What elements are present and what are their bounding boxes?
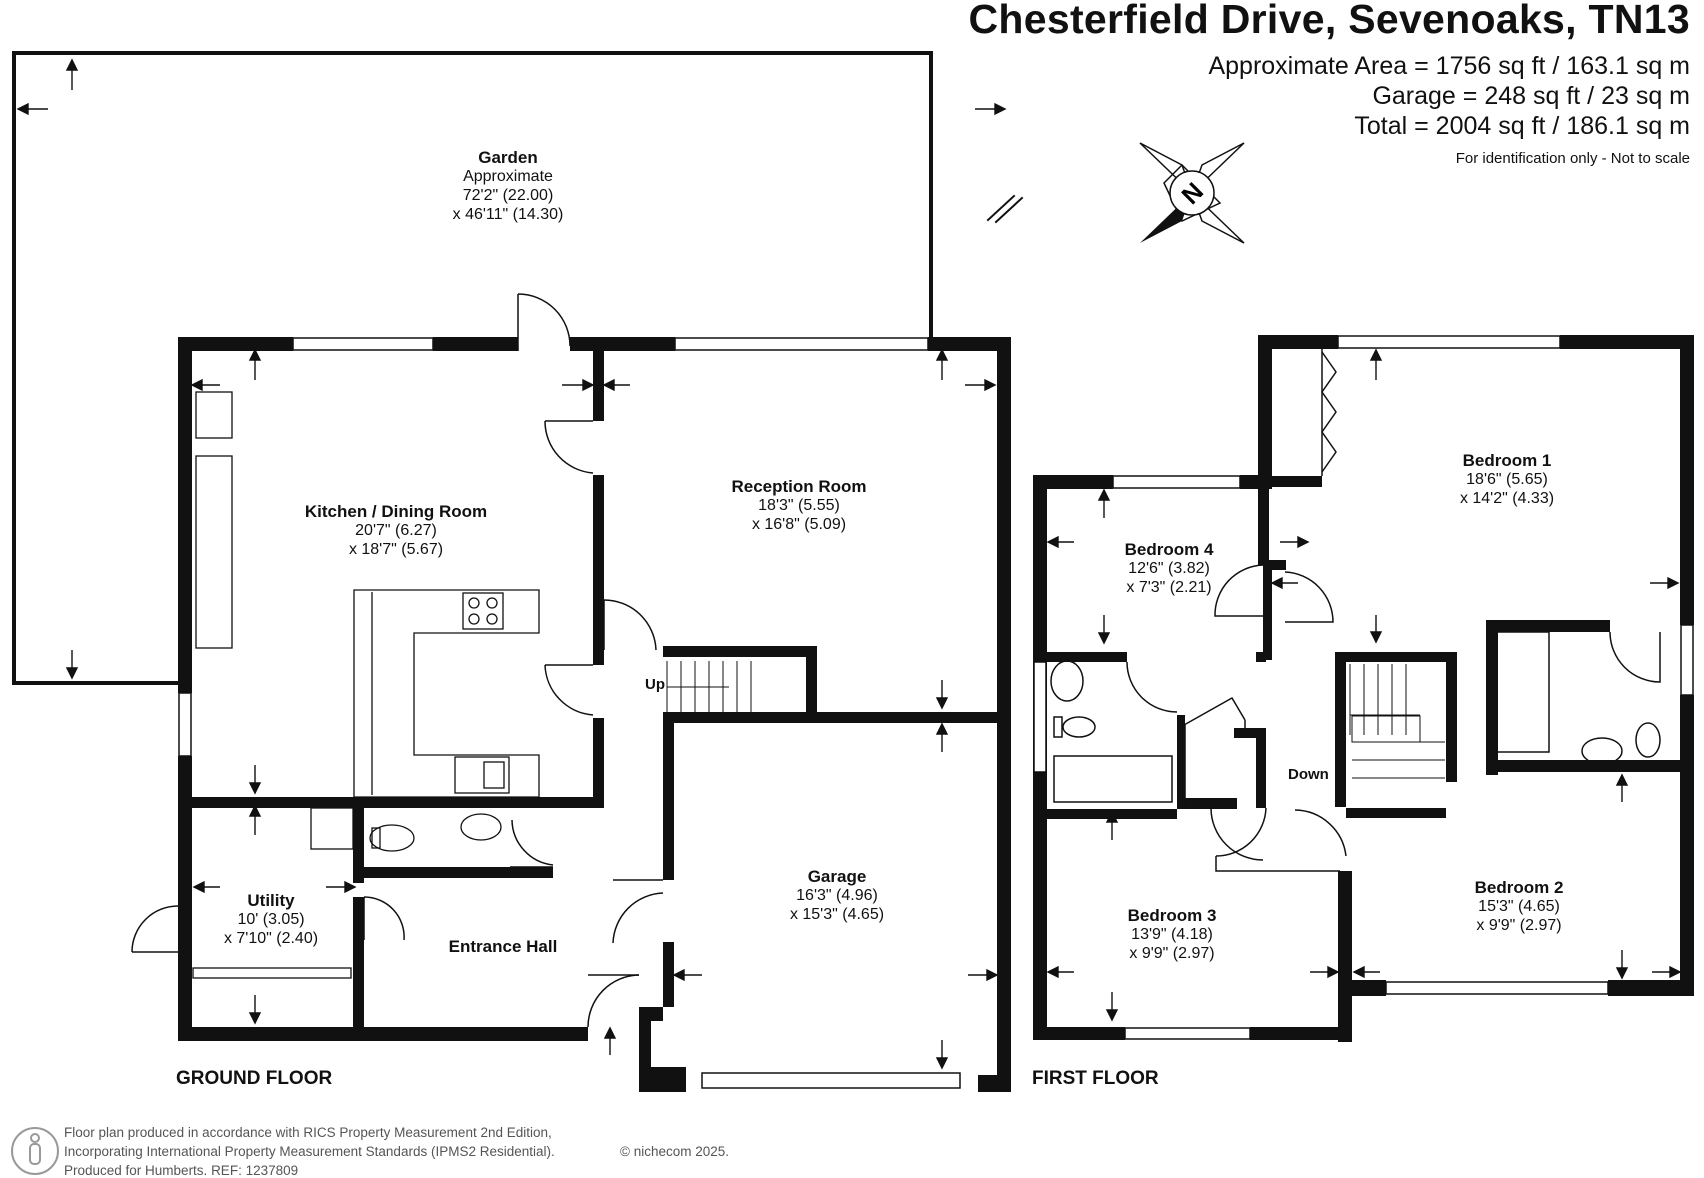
ground-floor-walls — [178, 337, 1011, 1092]
footer-line-3: Produced for Humberts. REF: 1237809 — [64, 1163, 299, 1178]
room-bedroom-1: Bedroom 1 18'6" (5.65) x 14'2" (4.33) — [1459, 451, 1555, 507]
stairs-down-label: Down — [1288, 766, 1329, 783]
footer-line-2: Incorporating International Property Mea… — [64, 1144, 555, 1159]
room-garage: Garage 16'3" (4.96) x 15'3" (4.65) — [789, 867, 885, 923]
room-entrance-hall: Entrance Hall — [448, 937, 558, 956]
compass-north-icon: N — [1139, 142, 1245, 244]
room-garden: Garden Approximate 72'2" (22.00) x 46'11… — [452, 148, 564, 223]
page-title: Chesterfield Drive, Sevenoaks, TN13 — [968, 0, 1690, 42]
stairs-up-label: Up — [645, 676, 665, 693]
footer-copyright: © nichecom 2025. — [620, 1144, 730, 1159]
ground-floor-label: GROUND FLOOR — [176, 1068, 333, 1089]
room-reception: Reception Room 18'3" (5.55) x 16'8" (5.0… — [731, 477, 867, 533]
garden-outline — [12, 51, 933, 337]
room-kitchen-dining: Kitchen / Dining Room 20'7" (6.27) x 18'… — [304, 502, 488, 558]
area-total: Total = 2004 sq ft / 186.1 sq m — [1354, 112, 1690, 140]
footer-line-1: Floor plan produced in accordance with R… — [64, 1125, 552, 1140]
room-bedroom-3: Bedroom 3 13'9" (4.18) x 9'9" (2.97) — [1127, 906, 1217, 962]
room-utility: Utility 10' (3.05) x 7'10" (2.40) — [223, 891, 319, 947]
scale-note: For identification only - Not to scale — [1455, 150, 1690, 167]
area-garage: Garage = 248 sq ft / 23 sq m — [1372, 82, 1690, 110]
nichecom-logo-icon — [11, 1127, 59, 1175]
dimension-arrows — [16, 58, 1682, 1070]
area-main: Approximate Area = 1756 sq ft / 163.1 sq… — [1208, 52, 1690, 80]
room-bedroom-2: Bedroom 2 15'3" (4.65) x 9'9" (2.97) — [1474, 878, 1564, 934]
room-bedroom-4: Bedroom 4 12'6" (3.82) x 7'3" (2.21) — [1124, 540, 1214, 596]
first-floor-label: FIRST FLOOR — [1032, 1068, 1159, 1089]
